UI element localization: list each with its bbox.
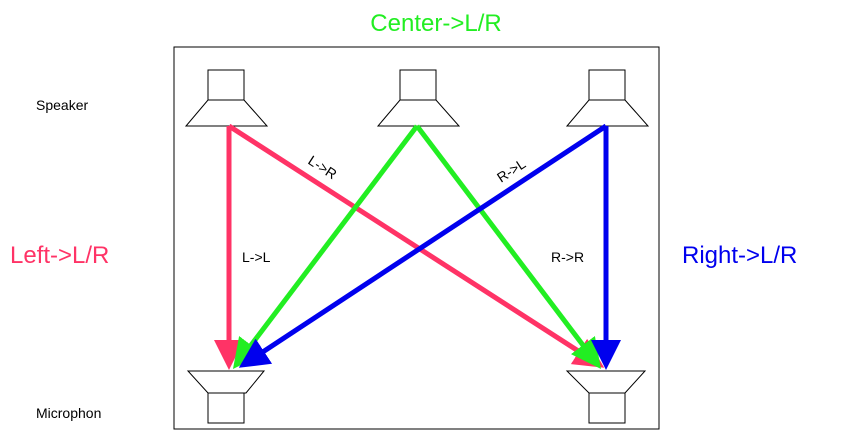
right-label: Right->L/R	[682, 242, 797, 269]
room-box	[173, 46, 660, 430]
speaker-center-icon	[376, 69, 461, 127]
arrow-center-to-left	[232, 124, 419, 369]
speaker-left-icon	[184, 69, 269, 127]
r-to-r-label: R->R	[551, 249, 584, 265]
microphone-left-icon	[186, 370, 266, 424]
arrow-center-to-right	[415, 124, 602, 369]
left-label: Left->L/R	[10, 242, 109, 269]
center-label: Center->L/R	[370, 10, 501, 37]
microphone-label: Microphon	[36, 405, 101, 421]
speaker-label: Speaker	[36, 97, 88, 113]
speaker-right-icon	[565, 69, 650, 127]
l-to-l-label: L->L	[242, 249, 271, 265]
arrow-left-to-right	[227, 123, 605, 368]
microphone-right-icon	[565, 370, 647, 424]
arrow-right-to-left	[238, 123, 608, 368]
